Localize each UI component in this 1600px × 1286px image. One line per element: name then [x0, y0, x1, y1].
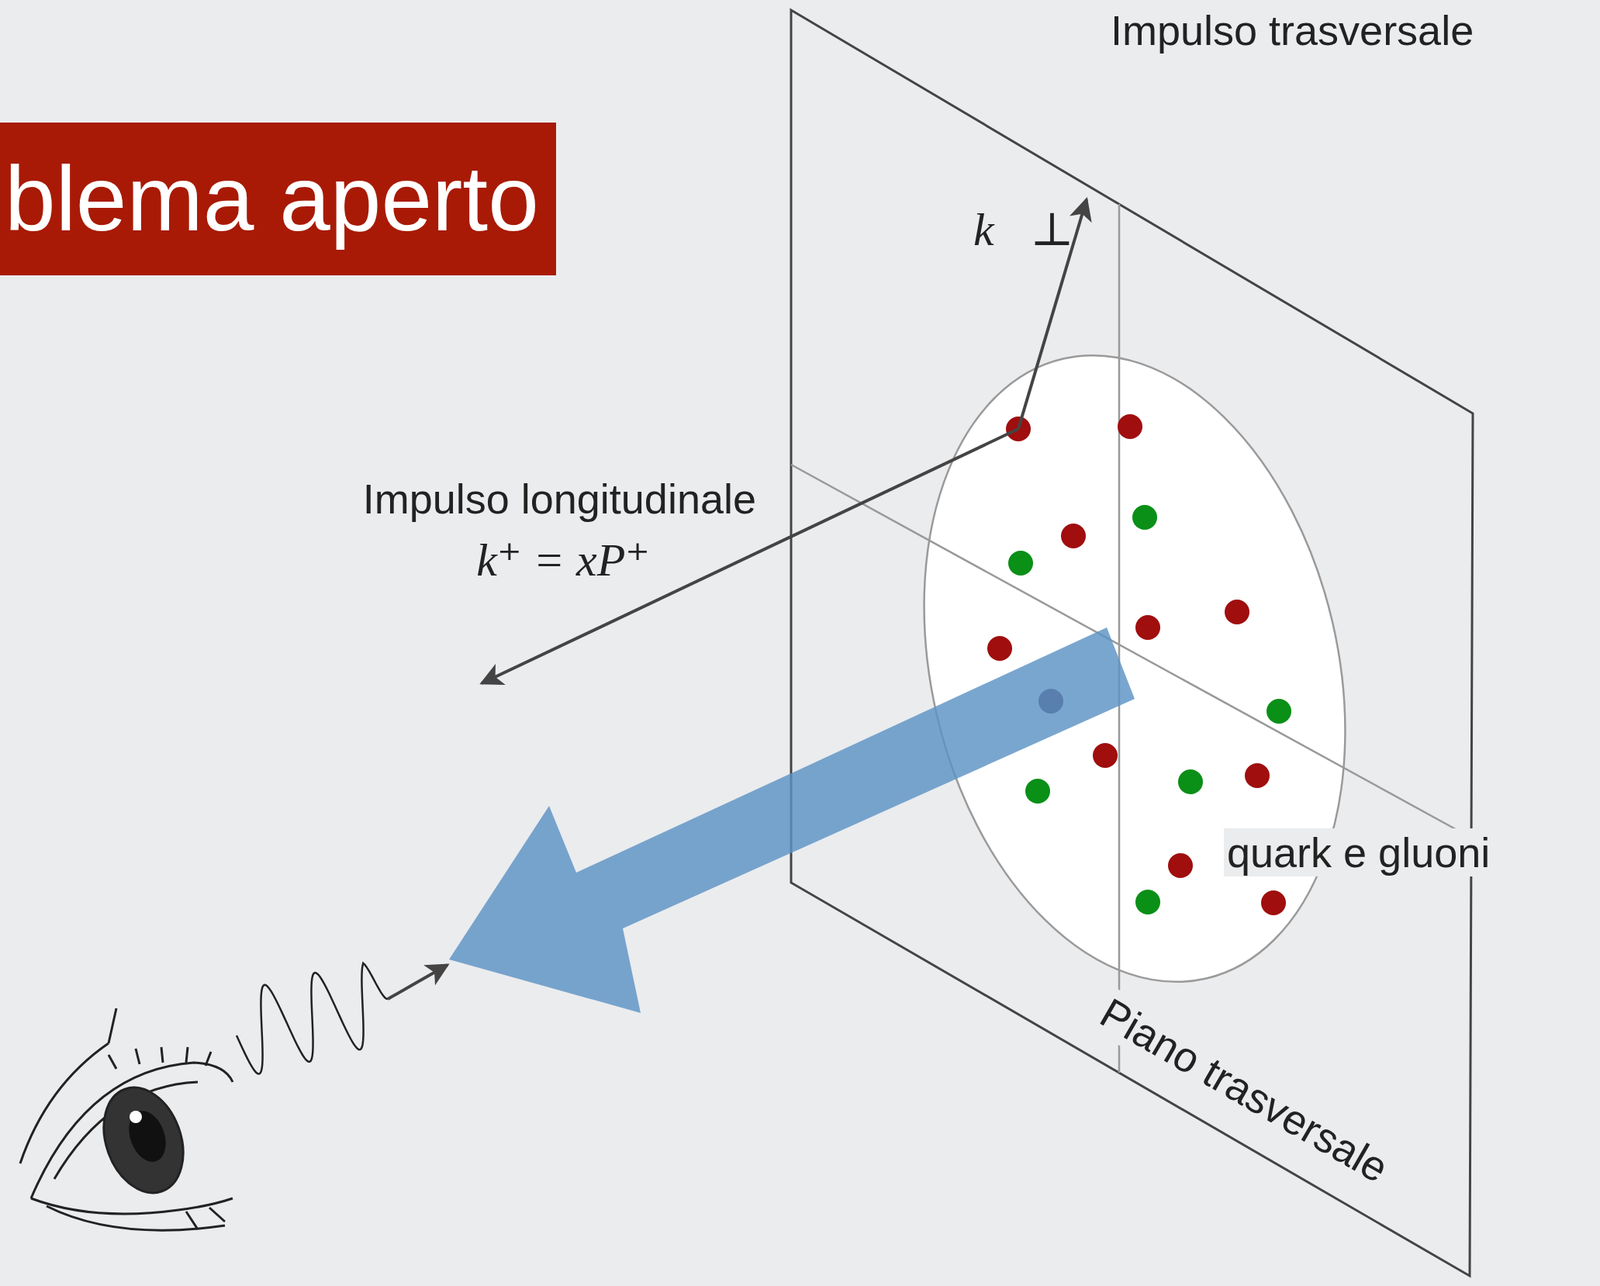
math-label: k⃗⊥	[973, 203, 1075, 257]
axis-label: Impulso longitudinale	[362, 474, 757, 523]
photon-arrow	[387, 964, 448, 999]
math-label: k⁺ = xP⁺	[476, 533, 650, 588]
plane-label: Piano trasversale	[1089, 986, 1400, 1193]
axis-label: Impulso trasversale	[1110, 6, 1474, 55]
plane-axis	[1118, 203, 1121, 1073]
photon-wave	[236, 963, 388, 1075]
transverse-plane	[791, 10, 1473, 1276]
hadron-ellipse	[864, 313, 1404, 1025]
probe-arrow	[449, 627, 1135, 1013]
eye-sketch	[20, 1008, 233, 1231]
parton-label: quark e gluoni	[1223, 828, 1493, 877]
title-banner: blema aperto	[0, 122, 557, 276]
